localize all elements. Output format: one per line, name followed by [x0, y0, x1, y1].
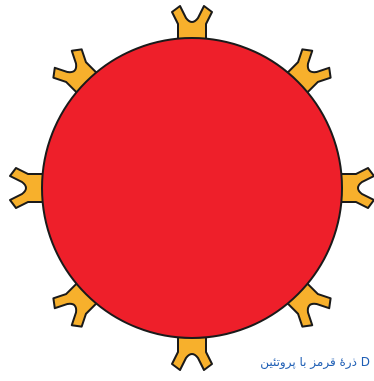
red-sphere [42, 38, 342, 338]
caption-label: D ذرهٔ قرمز با پروتئین [260, 355, 370, 369]
